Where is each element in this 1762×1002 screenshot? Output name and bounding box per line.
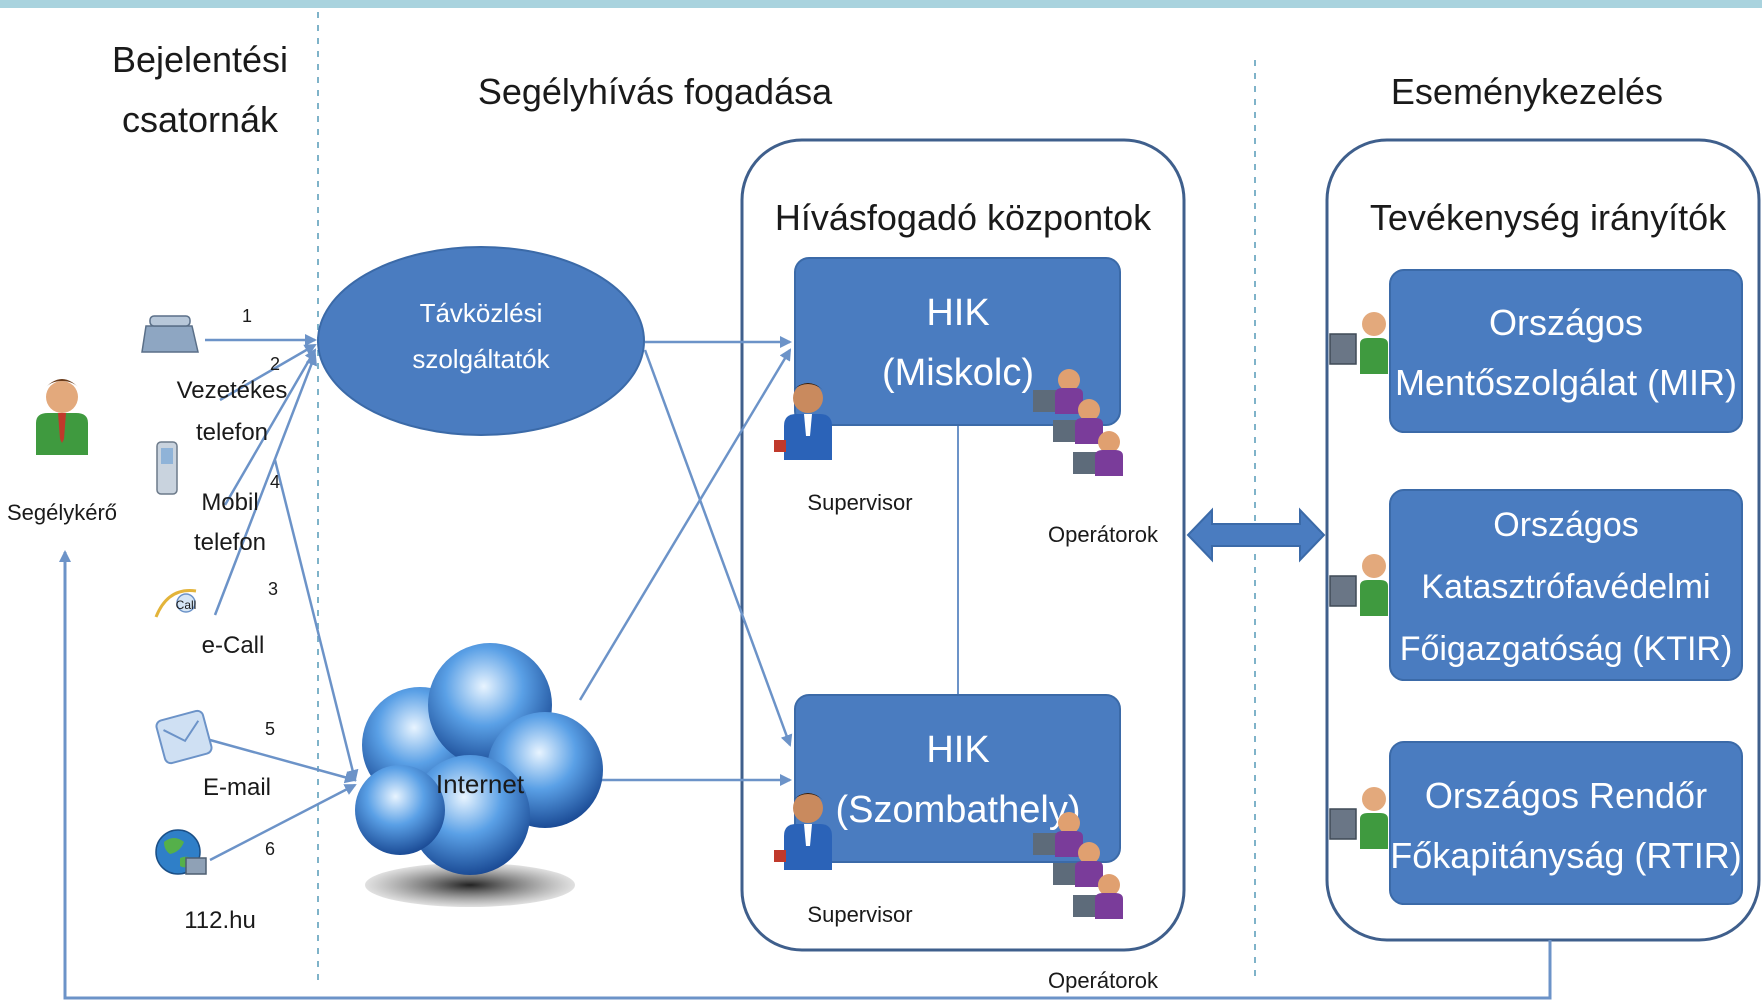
ecall-badge: Call [176,598,197,612]
channel-number-3: 3 [268,579,278,599]
channel-arrows [205,334,793,862]
operators-label-1: Operátorok [1048,522,1159,547]
hik-szombathely-line2: (Szombathely) [836,789,1081,831]
dispatch-unit-rtir: Országos Rendőr Főkapitányság (RTIR) [1389,741,1743,905]
operators-icon [1033,812,1123,919]
dispatch-unit-mir-line2: Mentőszolgálat (MIR) [1395,362,1737,403]
channel-number-6: 6 [265,839,275,859]
dispatch-box [1389,741,1743,905]
call-centers-container [740,138,1186,952]
section-heading-events: Eseménykezelés [1391,71,1663,112]
ecall-label: e-Call [202,632,265,659]
dispatch-title: Tevékenység irányítók [1370,197,1727,238]
section-heading-channels: Bejelentési [112,39,288,80]
fixed-phone-label-1: Vezetékes [177,377,288,404]
double-arrow [1186,507,1326,563]
email-icon [155,709,213,765]
hik-szombathely-box [794,694,1121,863]
section-heading-channels-line2: csatornák [122,99,279,140]
fixed-phone-label-2: telefon [196,419,268,446]
dispatch-unit-ktir-line1: Országos [1493,506,1639,544]
caller-icon [36,379,88,455]
supervisor-label-2: Supervisor [807,902,912,927]
dispatch-box [1389,489,1743,681]
top-bar [0,0,1762,8]
telecom-label-2: szolgáltatók [412,344,550,374]
channel-number-5: 5 [265,719,275,739]
hik-miskolc-line2: (Miskolc) [882,352,1034,394]
web-label: 112.hu [184,907,256,934]
internet-cloud-icon [355,643,603,907]
dispatch-unit-ktir: Országos Katasztrófavédelmi Főigazgatósá… [1389,489,1743,681]
operators-icon [1033,369,1123,476]
supervisor-icon [774,383,832,460]
globe-icon [155,829,207,875]
channel-number-2: 2 [270,354,280,374]
hik-miskolc-box [794,257,1121,426]
telecom-label-1: Távközlési [420,298,543,328]
dispatcher-icon [1329,554,1388,616]
channel-number-1: 1 [242,306,252,326]
dispatcher-icon [1329,787,1388,849]
supervisor-icon [774,793,832,870]
channel-number-4: 4 [270,472,280,492]
hik-szombathely-line1: HIK [926,729,989,771]
call-centers-title: Hívásfogadó központok [775,197,1152,238]
operators-label-2: Operátorok [1048,968,1159,993]
dispatch-unit-ktir-line2: Katasztrófavédelmi [1421,568,1710,606]
dispatch-unit-rtir-line1: Országos Rendőr [1425,775,1707,816]
supervisor-label-1: Supervisor [807,490,912,515]
internet-label: Internet [436,769,525,799]
ecall-icon: Call [154,589,197,618]
hik-miskolc-line1: HIK [926,292,989,334]
dispatch-unit-rtir-line2: Főkapitányság (RTIR) [1390,835,1741,876]
desk-phone-icon [141,315,199,353]
dispatch-container [1325,138,1761,942]
email-label: E-mail [203,774,271,801]
mobile-phone-label-1: Mobil [201,489,258,516]
mobile-phone-label-2: telefon [194,529,266,556]
feedback-line [59,550,1552,1000]
telecom-providers-node [317,246,645,436]
dispatch-unit-mir-line1: Országos [1489,302,1643,343]
dispatch-unit-mir: Országos Mentőszolgálat (MIR) [1389,269,1743,433]
dispatch-box [1389,269,1743,433]
section-heading-reception: Segélyhívás fogadása [478,71,833,112]
caller-label: Segélykérő [7,500,117,525]
mobile-phone-icon [156,441,178,495]
dispatch-unit-ktir-line3: Főigazgatóság (KTIR) [1400,630,1733,668]
dispatcher-icon [1329,312,1388,374]
